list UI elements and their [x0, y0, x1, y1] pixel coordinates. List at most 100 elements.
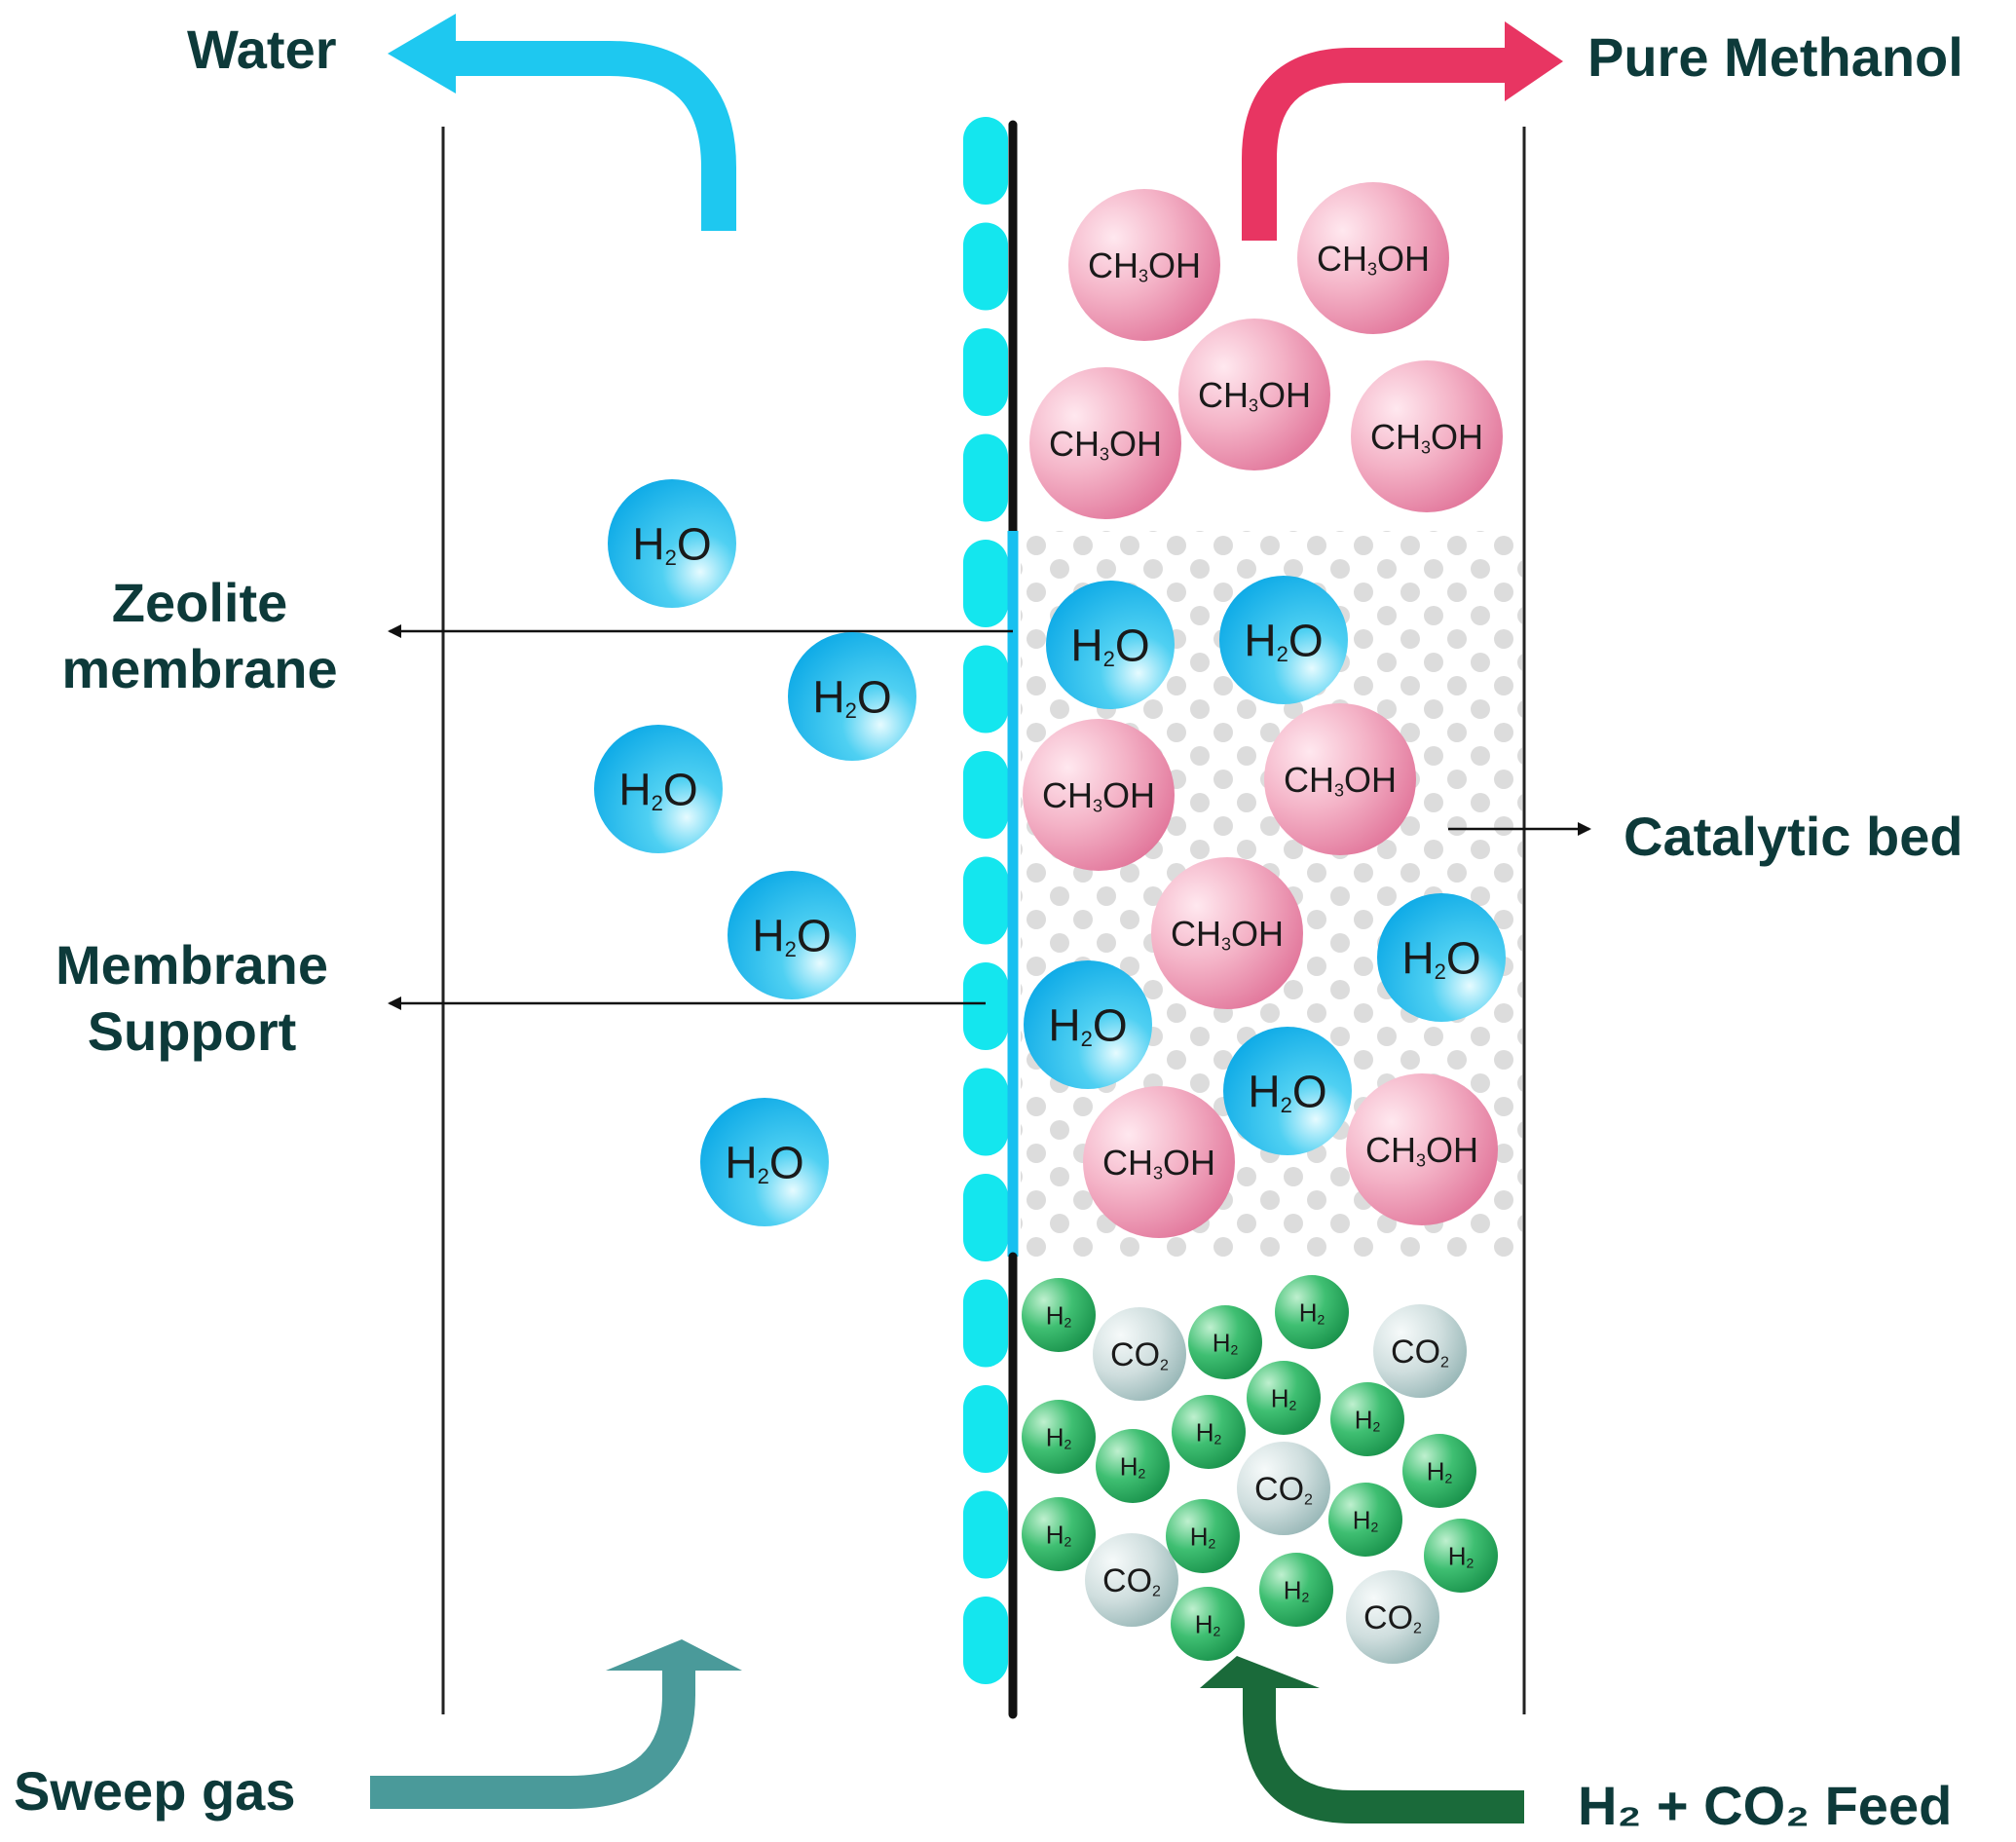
water-molecule-ball [1223, 1027, 1352, 1155]
membrane-support-pill [963, 751, 1008, 839]
hydrogen-formula: H2 [1190, 1522, 1216, 1551]
methanol-molecule-ball [1178, 319, 1330, 470]
co2-formula: CO2 [1391, 1334, 1449, 1371]
water-molecule-ball [594, 725, 723, 853]
methanol-molecule: CH3OH [1083, 1086, 1235, 1238]
water-molecule-ball [788, 632, 916, 761]
co2-molecule-ball [1237, 1442, 1330, 1535]
methanol-molecule: CH3OH [1351, 360, 1503, 512]
methanol-molecule-ball [1083, 1086, 1235, 1238]
hydrogen-molecule: H2 [1096, 1429, 1170, 1503]
co2-formula: CO2 [1102, 1562, 1161, 1599]
pure-methanol-label: Pure Methanol [1587, 26, 1963, 88]
hydrogen-formula: H2 [1213, 1328, 1239, 1357]
hydrogen-molecule-ball [1022, 1400, 1096, 1474]
sweep-gas-label: Sweep gas [14, 1760, 295, 1822]
membrane-support-pill [963, 1597, 1008, 1684]
hydrogen-molecule: H2 [1402, 1434, 1476, 1508]
hydrogen-molecule-ball [1166, 1499, 1240, 1573]
hydrogen-molecule: H2 [1171, 1587, 1245, 1661]
methanol-formula: CH3OH [1171, 914, 1284, 954]
water-outlet-arrow [388, 14, 736, 231]
hydrogen-formula: H2 [1046, 1422, 1072, 1451]
water-formula: H2O [1070, 620, 1149, 672]
methanol-molecule-ball [1346, 1073, 1498, 1225]
membrane-support-pill [963, 962, 1008, 1050]
water-molecule-ball [728, 871, 856, 999]
hydrogen-formula: H2 [1284, 1575, 1310, 1604]
methanol-molecule: CH3OH [1023, 719, 1175, 871]
membrane-support-pill [963, 117, 1008, 205]
hydrogen-molecule-ball [1275, 1275, 1349, 1349]
methanol-formula: CH3OH [1102, 1143, 1215, 1183]
membrane-support-pill [963, 856, 1008, 945]
methanol-molecule-ball [1068, 189, 1220, 341]
hydrogen-molecule-ball [1096, 1429, 1170, 1503]
sweep-gas-inlet-arrow [370, 1639, 742, 1809]
hydrogen-molecule-ball [1171, 1587, 1245, 1661]
methanol-molecule: CH3OH [1068, 189, 1220, 341]
membrane-support-pill [963, 1279, 1008, 1368]
hydrogen-molecule-ball [1188, 1305, 1262, 1379]
methanol-formula: CH3OH [1088, 245, 1201, 285]
water-molecule-ball [1377, 893, 1506, 1022]
methanol-molecule: CH3OH [1178, 319, 1330, 470]
water-formula: H2O [618, 765, 697, 816]
water-formula: H2O [1401, 933, 1480, 985]
co2-molecule-ball [1085, 1533, 1178, 1627]
hydrogen-molecule: H2 [1328, 1483, 1402, 1557]
hydrogen-molecule-ball [1247, 1361, 1321, 1435]
co2-molecule: CO2 [1085, 1533, 1178, 1627]
hydrogen-molecule-ball [1402, 1434, 1476, 1508]
water-molecule: H2O [608, 479, 736, 608]
zeolite-membrane-label-line2: membrane [61, 638, 337, 699]
hydrogen-molecule: H2 [1247, 1361, 1321, 1435]
hydrogen-molecule: H2 [1172, 1395, 1246, 1469]
methanol-molecule-ball [1023, 719, 1175, 871]
water-molecule: H2O [1024, 960, 1152, 1089]
water-molecule-ball [608, 479, 736, 608]
membrane-support-pill [963, 645, 1008, 733]
water-molecule-ball [1046, 581, 1175, 709]
feed-inlet-arrow [1200, 1656, 1524, 1823]
hydrogen-formula: H2 [1120, 1451, 1146, 1481]
co2-molecule: CO2 [1237, 1442, 1330, 1535]
membrane-support-label-line2: Support [88, 1000, 297, 1062]
hydrogen-molecule: H2 [1188, 1305, 1262, 1379]
hydrogen-formula: H2 [1448, 1541, 1475, 1570]
methanol-molecule-ball [1029, 367, 1181, 519]
water-molecule: H2O [700, 1098, 829, 1226]
hydrogen-molecule-ball [1172, 1395, 1246, 1469]
methanol-formula: CH3OH [1042, 775, 1155, 815]
water-molecule-ball [1219, 576, 1348, 704]
water-label: Water [187, 19, 337, 80]
co2-formula: CO2 [1254, 1471, 1313, 1508]
hydrogen-formula: H2 [1046, 1520, 1072, 1549]
hydrogen-formula: H2 [1046, 1300, 1072, 1330]
methanol-molecule: CH3OH [1151, 857, 1303, 1009]
hydrogen-formula: H2 [1427, 1456, 1453, 1485]
water-formula: H2O [752, 911, 831, 962]
co2-molecule: CO2 [1373, 1304, 1467, 1398]
water-molecule: H2O [1219, 576, 1348, 704]
water-formula: H2O [812, 672, 891, 724]
membrane-support-pill [963, 1174, 1008, 1261]
methanol-molecule: CH3OH [1346, 1073, 1498, 1225]
hydrogen-formula: H2 [1355, 1405, 1381, 1434]
hydrogen-molecule: H2 [1022, 1278, 1096, 1352]
water-molecule: H2O [1223, 1027, 1352, 1155]
water-molecule-ball [700, 1098, 829, 1226]
co2-molecule-ball [1093, 1307, 1186, 1401]
co2-molecule-ball [1373, 1304, 1467, 1398]
methanol-molecule: CH3OH [1029, 367, 1181, 519]
co2-formula: CO2 [1110, 1336, 1169, 1373]
methanol-molecule: CH3OH [1264, 703, 1416, 855]
water-molecule: H2O [788, 632, 916, 761]
membrane-support-pill [963, 1490, 1008, 1579]
hydrogen-molecule: H2 [1022, 1400, 1096, 1474]
membrane-support-pill [963, 1068, 1008, 1156]
methanol-formula: CH3OH [1284, 760, 1397, 800]
feed-label: H₂ + CO₂ Feed [1578, 1775, 1952, 1836]
hydrogen-formula: H2 [1271, 1383, 1297, 1412]
